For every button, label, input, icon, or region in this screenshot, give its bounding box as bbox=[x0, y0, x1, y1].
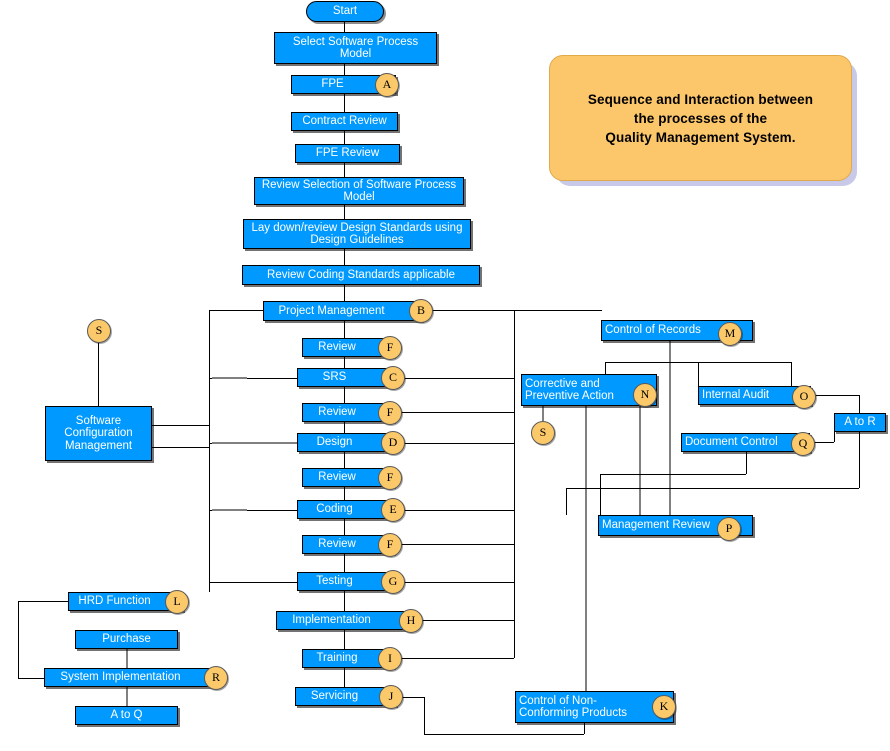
node-select[interactable]: Select Software Process Model bbox=[274, 32, 437, 64]
node-label: Review bbox=[318, 406, 356, 419]
badge-e-icon[interactable]: E bbox=[381, 498, 405, 522]
badge-f-icon[interactable]: F bbox=[378, 336, 402, 360]
badge-f-icon[interactable]: F bbox=[378, 466, 402, 490]
node-revcode[interactable]: Review Coding Standards applicable bbox=[242, 265, 480, 285]
node-pm[interactable]: Project Management bbox=[263, 301, 422, 321]
badge-i-icon[interactable]: I bbox=[378, 647, 402, 671]
node-label: Select Software Process Model bbox=[292, 35, 419, 61]
node-label: Design bbox=[316, 436, 353, 449]
node-noncon[interactable]: Control of Non- Conforming Products bbox=[515, 691, 674, 723]
node-laydown[interactable]: Lay down/review Design Standards using D… bbox=[243, 219, 471, 249]
badge-c-icon[interactable]: C bbox=[381, 366, 405, 390]
node-label: Implementation bbox=[292, 614, 371, 627]
badge-f-icon[interactable]: F bbox=[378, 533, 402, 557]
node-rev4[interactable]: Review bbox=[302, 535, 394, 554]
node-sysimpl[interactable]: System Implementation bbox=[44, 668, 219, 687]
node-doccon[interactable]: Document Control bbox=[681, 433, 810, 452]
badge-n-icon[interactable]: N bbox=[633, 383, 657, 407]
badge-b-icon[interactable]: B bbox=[409, 299, 433, 323]
node-label: Review bbox=[318, 538, 356, 551]
badge-a-icon[interactable]: A bbox=[375, 73, 399, 97]
badge-k-icon[interactable]: K bbox=[652, 695, 676, 719]
node-label: FPE bbox=[321, 78, 344, 91]
node-fpe[interactable]: FPE bbox=[291, 75, 396, 94]
node-records[interactable]: Control of Records bbox=[601, 320, 753, 341]
badge-r-icon[interactable]: R bbox=[204, 666, 228, 690]
node-purchase[interactable]: Purchase bbox=[75, 630, 178, 649]
badge-o-icon[interactable]: O bbox=[792, 385, 816, 409]
node-coding[interactable]: Coding bbox=[297, 500, 394, 519]
node-label: Review Coding Standards applicable bbox=[267, 268, 455, 281]
node-label: Software Configuration Management bbox=[64, 414, 133, 452]
node-rev3[interactable]: Review bbox=[302, 468, 394, 487]
badge-l-icon[interactable]: L bbox=[165, 590, 189, 614]
node-label: Purchase bbox=[102, 633, 151, 646]
node-label: Servicing bbox=[310, 690, 359, 703]
node-label: Coding bbox=[316, 503, 353, 516]
node-rev2[interactable]: Review bbox=[302, 403, 394, 422]
node-design[interactable]: Design bbox=[297, 433, 394, 452]
node-label: FPE Review bbox=[315, 147, 380, 160]
node-rev-sel[interactable]: Review Selection of Software Process Mod… bbox=[254, 177, 464, 205]
node-label: Start bbox=[332, 5, 358, 18]
node-fpe-rev[interactable]: FPE Review bbox=[295, 144, 400, 163]
node-label: Control of Records bbox=[605, 324, 701, 337]
badge-f-icon[interactable]: F bbox=[378, 401, 402, 425]
node-rev1[interactable]: Review bbox=[302, 338, 394, 357]
node-servicing[interactable]: Servicing bbox=[295, 687, 396, 706]
node-label: HRD Function bbox=[78, 595, 151, 608]
badge-m-icon[interactable]: M bbox=[718, 322, 742, 346]
node-scm[interactable]: Software Configuration Management bbox=[45, 406, 152, 461]
badge-q-icon[interactable]: Q bbox=[791, 432, 815, 456]
node-ator[interactable]: A to R bbox=[834, 413, 886, 432]
node-label: System Implementation bbox=[60, 671, 181, 684]
node-label: Contract Review bbox=[302, 115, 387, 128]
node-label: SRS bbox=[322, 371, 347, 384]
badge-j-icon[interactable]: J bbox=[379, 685, 403, 709]
node-label: A to Q bbox=[110, 709, 143, 722]
node-label: Project Management bbox=[278, 304, 385, 317]
node-impl[interactable]: Implementation bbox=[276, 611, 409, 630]
badge-h-icon[interactable]: H bbox=[399, 609, 423, 633]
node-label: Document Control bbox=[685, 436, 778, 449]
node-label: A to R bbox=[844, 416, 876, 429]
node-start[interactable]: Start bbox=[306, 1, 384, 22]
node-label: Internal Audit bbox=[702, 389, 770, 402]
node-hrd[interactable]: HRD Function bbox=[68, 592, 183, 611]
node-srs[interactable]: SRS bbox=[297, 368, 394, 387]
title-callout: Sequence and Interaction between the pro… bbox=[549, 55, 852, 181]
node-label: Review Selection of Software Process Mod… bbox=[261, 178, 457, 204]
node-label: Review bbox=[318, 341, 356, 354]
node-training[interactable]: Training bbox=[302, 649, 394, 668]
badge-s-icon[interactable]: S bbox=[531, 421, 555, 445]
node-label: Management Review bbox=[602, 519, 711, 532]
badge-d-icon[interactable]: D bbox=[381, 431, 405, 455]
node-label: Review bbox=[318, 471, 356, 484]
title-callout-text: Sequence and Interaction between the pro… bbox=[587, 91, 814, 145]
node-contract[interactable]: Contract Review bbox=[291, 112, 398, 131]
node-label: Corrective and Preventive Action bbox=[525, 377, 614, 403]
node-label: Training bbox=[316, 652, 358, 665]
node-mgmtrev[interactable]: Management Review bbox=[598, 515, 753, 536]
node-label: Control of Non- Conforming Products bbox=[519, 694, 628, 720]
node-testing[interactable]: Testing bbox=[297, 572, 394, 591]
node-label: Lay down/review Design Standards using D… bbox=[251, 221, 463, 247]
badge-g-icon[interactable]: G bbox=[381, 570, 405, 594]
badge-p-icon[interactable]: P bbox=[717, 517, 741, 541]
badge-s-icon[interactable]: S bbox=[87, 319, 111, 343]
node-label: Testing bbox=[316, 575, 353, 588]
node-atoq[interactable]: A to Q bbox=[75, 706, 178, 725]
